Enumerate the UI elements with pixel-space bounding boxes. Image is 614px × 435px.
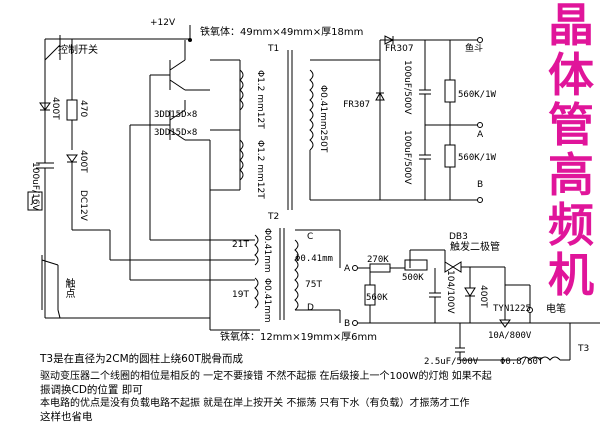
label-270k: 270K — [367, 255, 389, 265]
transistor-q2 — [150, 100, 210, 141]
relay-j — [27, 191, 43, 211]
title-char-2: 体 — [548, 48, 594, 102]
label-core-bottom: 铁氧体：12mm×19mm×厚6mm — [220, 332, 378, 343]
left-bus — [44, 39, 60, 319]
note-t3: T3是在直径为2CM的圆柱上绕60T脱骨而成 — [40, 353, 243, 365]
label-core-top: 铁氧体：49mm×49mm×厚18mm — [200, 27, 364, 38]
label-db3: DB3 — [449, 232, 468, 242]
control-switch-symbol — [44, 35, 61, 61]
feedback-loop — [209, 260, 260, 331]
label-t2: T2 — [268, 212, 280, 222]
label-q2: 3DD15D×8 — [154, 128, 198, 138]
label-relay-j: J — [31, 196, 34, 206]
label-diac: 触发二极管 — [450, 242, 500, 253]
label-500k: 500K — [402, 273, 424, 283]
label-a-input: A — [344, 264, 351, 274]
title-char-6: 机 — [548, 248, 594, 302]
label-cap-10a: 10A/800V — [488, 331, 532, 341]
label-b-input: B — [344, 319, 351, 329]
vlabel-cap100: 100uF/16V — [30, 162, 40, 211]
trigger-network — [352, 249, 600, 328]
note-swap: 振调换CD的位置 即可 — [40, 384, 143, 396]
label-19t: 19T — [232, 290, 249, 300]
label-tyn1225: TYN1225 — [493, 304, 531, 314]
label-r-a: 560K/1W — [458, 90, 496, 100]
diode-400t-left — [39, 95, 51, 130]
transistor-q1 — [150, 40, 210, 91]
label-560k: 560K — [366, 293, 388, 303]
note-save: 这样也省电 — [40, 411, 93, 423]
t1-secondary — [309, 59, 380, 201]
vlabel-c104: 104/100V — [445, 270, 455, 314]
title-char-1: 晶 — [548, 0, 594, 52]
label-fishing: 鱼斗 — [465, 44, 484, 54]
label-point-a: A — [477, 130, 484, 140]
vlabel-c2: 100uF/500V — [402, 130, 412, 185]
label-point-b: B — [477, 180, 484, 190]
label-d: D — [307, 303, 314, 313]
vlabel-d400t3: 400T — [478, 285, 488, 308]
vlabel-w2: Φ1.2 mm12T — [255, 140, 265, 199]
label-q1: 3DD15D×8 — [154, 110, 198, 120]
label-75t: 75T — [305, 280, 322, 290]
label-21t: 21T — [232, 240, 249, 250]
vlabel-470: 470 — [78, 100, 88, 118]
label-switch: 控制开关 — [58, 45, 98, 56]
label-wire041: Φ0.41mm — [295, 254, 333, 264]
label-r-b: 560K/1W — [458, 153, 496, 163]
label-electrode: 电笔 — [546, 304, 566, 315]
vlabel-d400t: 400T — [50, 97, 60, 120]
label-t3-wire: Φ0.8/60T — [500, 357, 544, 367]
capacitor-100uf — [36, 160, 54, 215]
vlabel-w3: Φ0.41mm250T — [318, 85, 328, 153]
label-c: C — [307, 232, 314, 242]
label-cap-bottom: 2.5uF/500V — [424, 357, 479, 367]
t2-transformer — [254, 228, 341, 323]
title-char-5: 频 — [548, 198, 594, 252]
output-network — [375, 35, 483, 203]
resistor-column — [66, 39, 110, 231]
label-12v: +12V — [150, 18, 176, 28]
note-advantage: 本电路的优点是没有负载电路不起振 就是在岸上按开关 不振荡 只有下水（有负载）才… — [40, 398, 470, 409]
label-fr307-top: FR307 — [385, 44, 414, 54]
title-char-3: 管 — [548, 98, 594, 152]
t1-primary — [210, 59, 244, 191]
vlabel-dc12v: DC12V — [78, 190, 88, 221]
vlabel-w1: Φ1.2 mm12T — [255, 70, 265, 129]
title-char-4: 高 — [548, 148, 594, 202]
note-phase: 驱动变压器二个线圈的相位是相反的 一定不要接错 不然不起振 在后级接上一个100… — [40, 371, 492, 382]
vlabel-c1: 100uF/500V — [402, 60, 412, 115]
power-rail — [45, 25, 192, 42]
vlabel-contact: 触点 — [63, 278, 74, 298]
label-t3: T3 — [578, 344, 590, 354]
vlabel-w4: Φ0.41mm — [262, 228, 272, 273]
label-t1: T1 — [268, 44, 280, 54]
contact-switch — [41, 255, 61, 319]
vlabel-w5: Φ0.41mm — [262, 278, 272, 323]
label-fr307-mid: FR307 — [343, 100, 371, 110]
vlabel-d400t2: 400T — [78, 150, 88, 173]
t3-network — [455, 323, 571, 361]
t1-core — [287, 50, 293, 210]
